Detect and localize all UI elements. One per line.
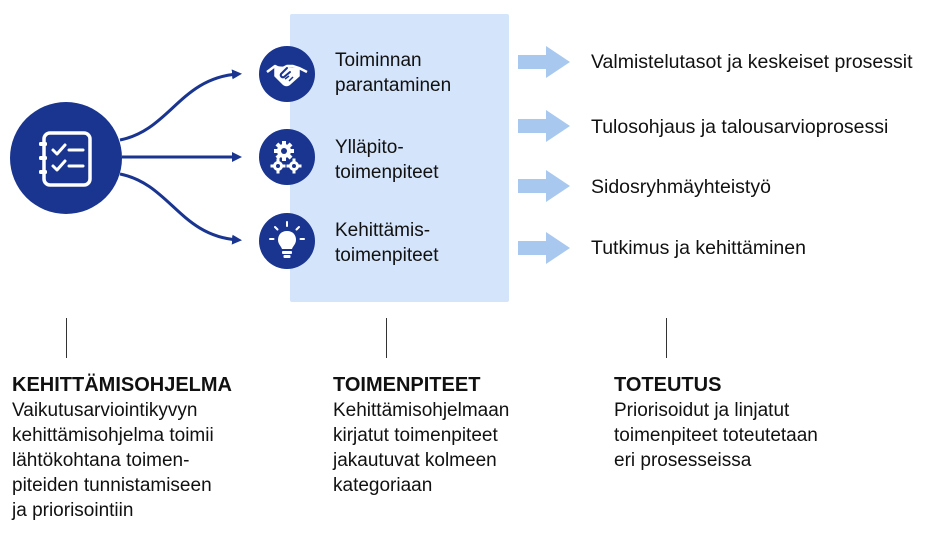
output-label-4: Tutkimus ja kehittäminen bbox=[591, 237, 806, 259]
column-title: TOIMENPITEET bbox=[333, 374, 481, 396]
category-circle-3 bbox=[259, 213, 315, 269]
category-label-2: Ylläpito- toimenpiteet bbox=[335, 137, 439, 183]
output-arrow-2 bbox=[518, 110, 570, 142]
column-description: Vaikutusarviointikyvyn kehittämisohjelma… bbox=[12, 400, 214, 521]
connector-arrow-top bbox=[119, 69, 242, 142]
output-arrow-3 bbox=[518, 170, 570, 202]
categories-panel bbox=[290, 14, 509, 302]
column-description: Priorisoidut ja linjatut toimenpiteet to… bbox=[614, 400, 818, 471]
category-label-1: Toiminnan parantaminen bbox=[335, 50, 452, 96]
category-label-3: Kehittämis- toimenpiteet bbox=[335, 220, 439, 266]
output-arrows bbox=[518, 46, 570, 264]
column-program: KEHITTÄMISOHJELMA Vaikutusarviointikyvyn… bbox=[12, 372, 302, 523]
checklist-icon bbox=[39, 131, 92, 187]
connector-arrows bbox=[119, 69, 242, 245]
output-arrow-4 bbox=[518, 232, 570, 264]
handshake-icon bbox=[266, 64, 308, 87]
column-title: KEHITTÄMISOHJELMA bbox=[12, 374, 232, 396]
program-circle bbox=[10, 102, 122, 214]
column-implementation: TOTEUTUS Priorisoidut ja linjatut toimen… bbox=[614, 372, 914, 473]
category-circle-2 bbox=[259, 129, 315, 185]
divider-3 bbox=[666, 318, 667, 358]
column-description: Kehittämisohjelmaan kirjatut toimenpitee… bbox=[333, 400, 510, 496]
category-circle-1 bbox=[259, 46, 315, 102]
column-actions: TOIMENPITEET Kehittämisohjelmaan kirjatu… bbox=[333, 372, 593, 498]
output-arrow-1 bbox=[518, 46, 570, 78]
gears-icon bbox=[270, 141, 302, 174]
column-title: TOTEUTUS bbox=[614, 374, 722, 396]
output-label-2: Tulosohjaus ja talousarvioprosessi bbox=[591, 116, 889, 138]
divider-2 bbox=[386, 318, 387, 358]
output-label-3: Sidosryhmäyhteistyö bbox=[591, 176, 771, 198]
divider-1 bbox=[66, 318, 67, 358]
connector-arrow-bottom bbox=[119, 172, 242, 245]
output-label-1: Valmistelutasot ja keskeiset prosessit bbox=[591, 51, 913, 73]
lightbulb-icon bbox=[269, 221, 305, 258]
